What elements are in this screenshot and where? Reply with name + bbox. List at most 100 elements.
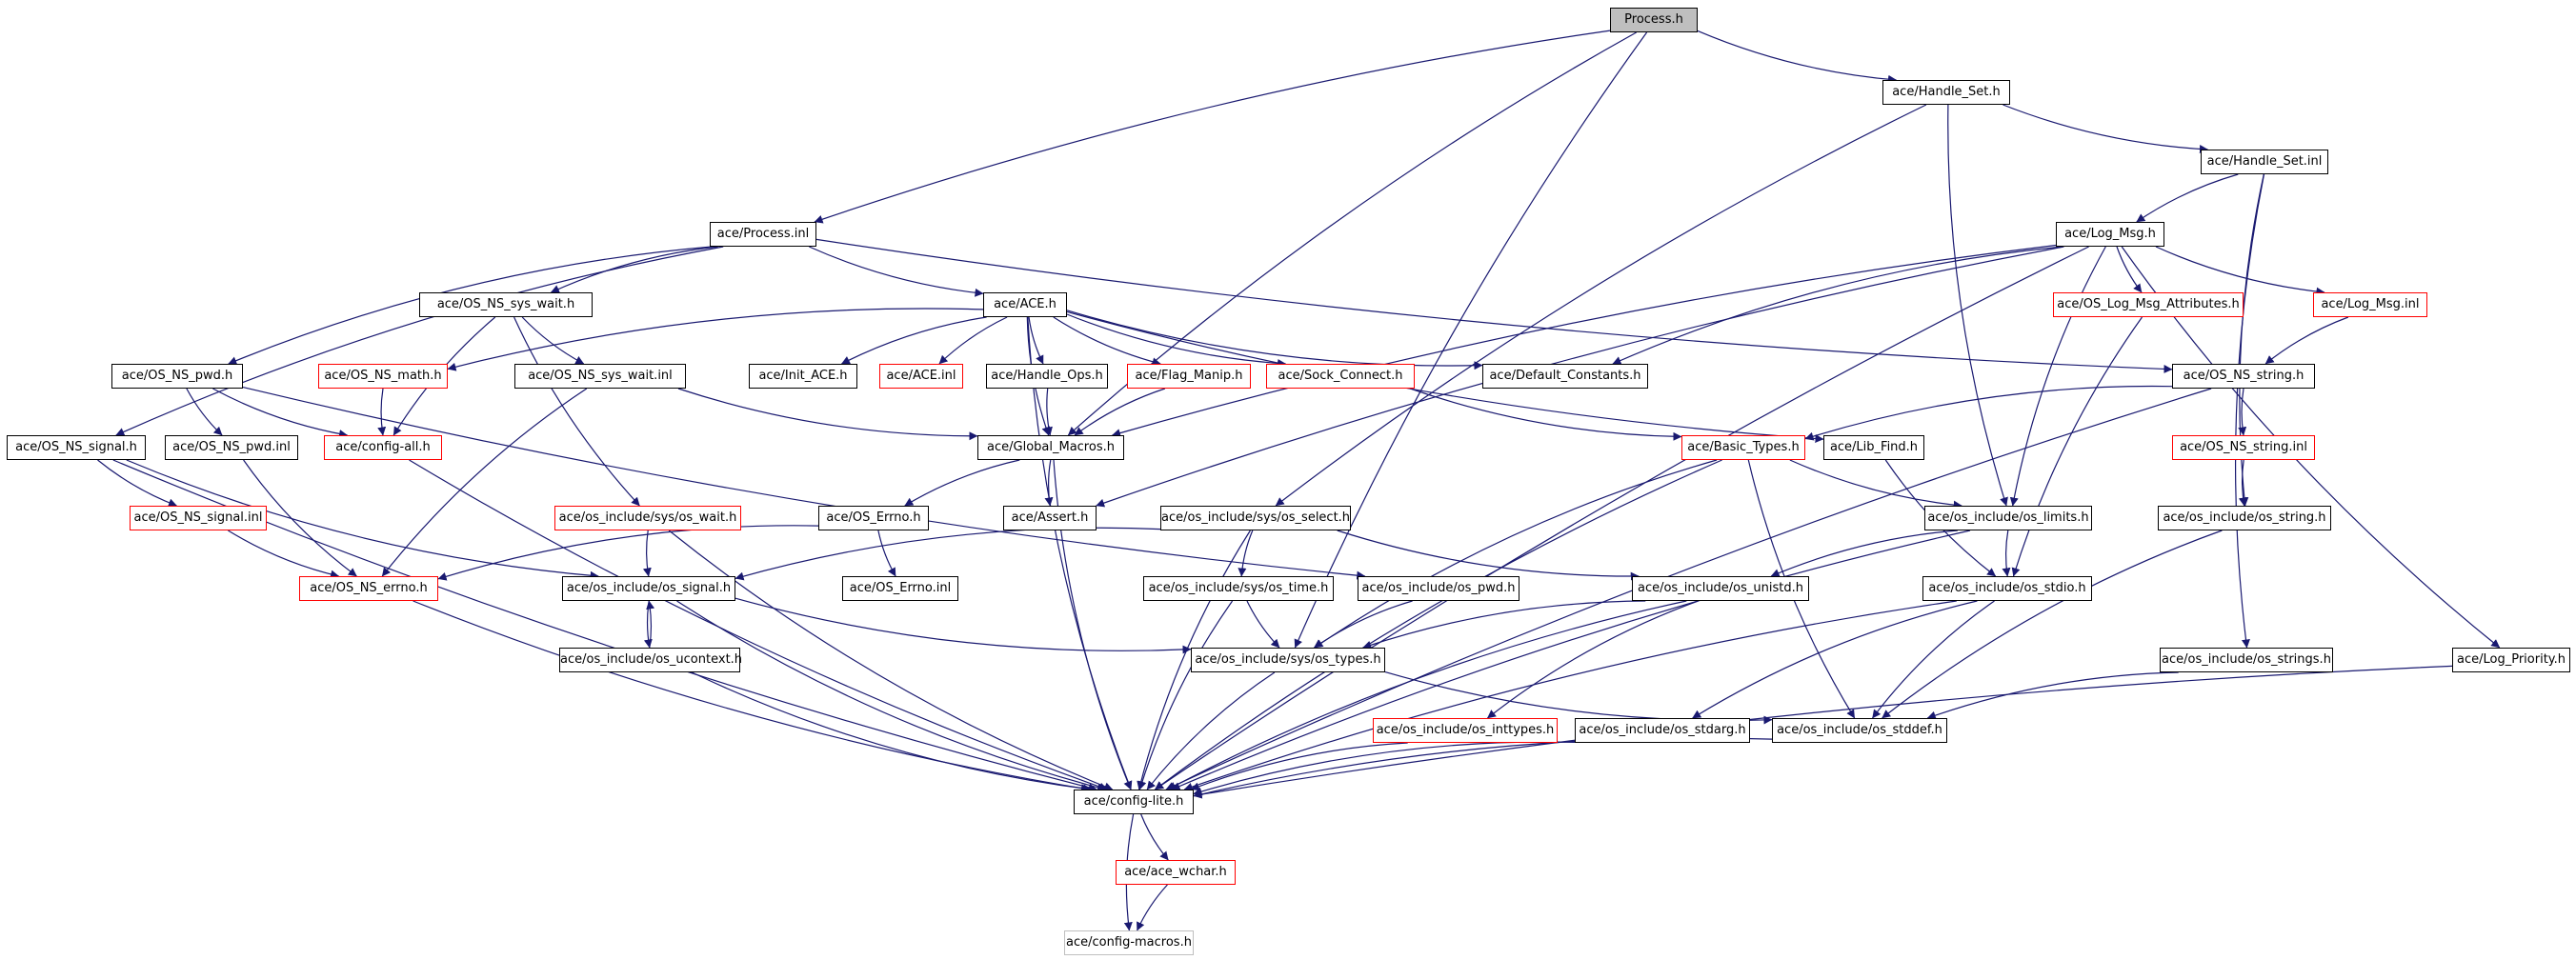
node-os-wait-h[interactable]: ace/os_include/sys/os_wait.h	[554, 506, 741, 530]
edge-os-ns-signal-inl-to-os-ns-errno-h	[228, 530, 340, 579]
node-handle-set-h[interactable]: ace/Handle_Set.h	[1882, 80, 2010, 105]
edge-os-errno-h-to-os-errno-inl	[877, 530, 896, 577]
node-config-lite-h[interactable]: ace/config-lite.h	[1074, 790, 1194, 814]
edge-os-wait-h-to-os-signal-h	[642, 530, 652, 577]
edge-os-signal-h-to-os-ucontext-h	[643, 600, 653, 649]
node-log-msg-inl[interactable]: ace/Log_Msg.inl	[2313, 292, 2427, 317]
node-log-priority-h[interactable]: ace/Log_Priority.h	[2452, 648, 2570, 672]
node-os-string-h[interactable]: ace/os_include/os_string.h	[2158, 506, 2331, 530]
node-global-macros-h[interactable]: ace/Global_Macros.h	[977, 435, 1124, 460]
edge-os-select-h-to-config-lite-h	[1137, 530, 1251, 790]
edge-ace-h-to-init-ace-h	[840, 316, 987, 365]
edge-os-limits-h-to-os-stdio-h	[2002, 530, 2011, 577]
node-os-ns-sys-wait-h[interactable]: ace/OS_NS_sys_wait.h	[419, 292, 593, 317]
edge-os-ns-math-h-to-config-all-h	[377, 388, 387, 436]
edge-process-h-to-os-types-h	[1294, 31, 1648, 649]
edge-log-msg-h-to-os-limits-h	[2009, 246, 2106, 507]
edge-os-unistd-h-to-os-inttypes-h	[1487, 600, 1699, 719]
edge-os-ns-errno-h-to-config-lite-h	[413, 600, 1090, 793]
node-os-stdio-h[interactable]: ace/os_include/os_stdio.h	[1922, 576, 2092, 601]
node-lib-find-h[interactable]: ace/Lib_Find.h	[1823, 435, 1924, 460]
node-os-ns-string-inl[interactable]: ace/OS_NS_string.inl	[2172, 435, 2315, 460]
edge-log-msg-inl-to-os-ns-string-h	[2264, 316, 2349, 365]
edge-ace-h-to-ace-inl	[938, 316, 1008, 365]
node-os-signal-h[interactable]: ace/os_include/os_signal.h	[562, 576, 735, 601]
edge-handle-ops-h-to-global-macros-h	[1044, 388, 1053, 436]
edge-log-msg-h-to-global-macros-h	[1112, 244, 2057, 437]
edge-os-string-h-to-os-stddef-h	[1882, 530, 2223, 719]
edge-handle-set-h-to-os-limits-h	[1947, 104, 2008, 507]
edge-log-msg-h-to-log-msg-inl	[2155, 246, 2325, 296]
node-os-log-msg-attr[interactable]: ace/OS_Log_Msg_Attributes.h	[2053, 292, 2244, 317]
edge-os-inttypes-h-to-config-lite-h	[1190, 742, 1408, 791]
node-os-limits-h[interactable]: ace/os_include/os_limits.h	[1924, 506, 2092, 530]
edge-os-types-h-to-config-lite-h	[1146, 671, 1276, 790]
node-flag-manip-h[interactable]: ace/Flag_Manip.h	[1127, 364, 1251, 389]
node-os-inttypes-h[interactable]: ace/os_include/os_inttypes.h	[1373, 718, 1558, 743]
edge-handle-set-h-to-os-select-h	[1275, 104, 1927, 507]
edge-os-ns-string-h-to-os-ns-string-inl	[2238, 388, 2247, 436]
node-handle-ops-h[interactable]: ace/Handle_Ops.h	[986, 364, 1108, 389]
node-ace-h[interactable]: ace/ACE.h	[983, 292, 1067, 317]
node-os-stddef-h[interactable]: ace/os_include/os_stddef.h	[1772, 718, 1947, 743]
node-os-ns-signal-inl[interactable]: ace/OS_NS_signal.inl	[130, 506, 267, 530]
node-assert-h[interactable]: ace/Assert.h	[1003, 506, 1097, 530]
node-os-types-h[interactable]: ace/os_include/sys/os_types.h	[1191, 648, 1385, 672]
node-basic-types-h[interactable]: ace/Basic_Types.h	[1681, 435, 1805, 460]
node-os-strings-h[interactable]: ace/os_include/os_strings.h	[2160, 648, 2333, 672]
edge-os-ns-sys-wait-h-to-os-wait-h	[513, 316, 640, 507]
node-os-pwd-h[interactable]: ace/os_include/os_pwd.h	[1358, 576, 1519, 601]
node-ace-inl[interactable]: ace/ACE.inl	[879, 364, 963, 389]
edge-os-limits-h-to-os-unistd-h	[1770, 530, 1958, 577]
node-os-select-h[interactable]: ace/os_include/sys/os_select.h	[1160, 506, 1351, 530]
node-os-ns-string-h[interactable]: ace/OS_NS_string.h	[2172, 364, 2315, 389]
edge-log-msg-h-to-os-log-msg-attr	[2116, 246, 2143, 293]
edge-global-macros-h-to-config-lite-h	[1053, 459, 1132, 790]
node-os-ns-math-h[interactable]: ace/OS_NS_math.h	[318, 364, 448, 389]
edge-os-log-msg-attr-to-os-stdio-h	[2011, 316, 2143, 577]
node-process-inl[interactable]: ace/Process.inl	[710, 222, 816, 247]
edge-os-ns-string-h-to-basic-types-h	[1804, 385, 2173, 441]
node-config-macros-h[interactable]: ace/config-macros.h	[1064, 930, 1194, 955]
node-config-all-h[interactable]: ace/config-all.h	[324, 435, 442, 460]
edge-os-pwd-h-to-os-types-h	[1314, 600, 1413, 649]
edge-log-priority-h-to-config-lite-h	[1193, 665, 2453, 799]
edge-os-strings-h-to-os-stddef-h	[1926, 671, 2179, 720]
edge-log-msg-h-to-default-constants-h	[1612, 246, 2063, 365]
edge-handle-set-inl-to-os-string-h	[2239, 173, 2264, 507]
node-os-ns-pwd-inl[interactable]: ace/OS_NS_pwd.inl	[165, 435, 298, 460]
node-os-stdarg-h[interactable]: ace/os_include/os_stdarg.h	[1575, 718, 1750, 743]
edge-os-ns-sys-wait-h-to-os-ns-sys-wait-inl	[521, 316, 585, 365]
edge-os-select-h-to-os-signal-h	[735, 527, 1161, 581]
node-os-ns-pwd-h[interactable]: ace/OS_NS_pwd.h	[111, 364, 243, 389]
edge-os-signal-h-to-os-types-h	[735, 597, 1192, 654]
edge-sock-connect-h-to-basic-types-h	[1410, 388, 1682, 441]
node-sock-connect-h[interactable]: ace/Sock_Connect.h	[1266, 364, 1415, 389]
edge-os-ns-sys-wait-inl-to-os-ns-errno-h	[381, 388, 588, 577]
node-handle-set-inl[interactable]: ace/Handle_Set.inl	[2201, 150, 2328, 174]
edge-ace-h-to-default-constants-h	[1066, 310, 1483, 370]
node-os-time-h[interactable]: ace/os_include/sys/os_time.h	[1143, 576, 1334, 601]
edge-global-macros-h-to-os-errno-h	[904, 459, 1020, 507]
edge-os-ns-signal-h-to-os-ns-signal-inl	[97, 459, 177, 508]
node-os-errno-h[interactable]: ace/OS_Errno.h	[818, 506, 929, 530]
edge-os-ns-signal-h-to-os-signal-h	[126, 459, 599, 580]
node-os-ns-signal-h[interactable]: ace/OS_NS_signal.h	[7, 435, 146, 460]
node-os-errno-inl[interactable]: ace/OS_Errno.inl	[842, 576, 958, 601]
node-log-msg-h[interactable]: ace/Log_Msg.h	[2056, 222, 2164, 247]
edge-process-inl-to-ace-h	[809, 246, 984, 297]
edge-process-h-to-handle-set-h	[1697, 30, 1897, 84]
edge-os-select-h-to-os-time-h	[1238, 530, 1254, 577]
node-os-ns-errno-h[interactable]: ace/OS_NS_errno.h	[299, 576, 438, 601]
edge-os-unistd-h-to-config-lite-h	[1167, 600, 1687, 790]
node-init-ace-h[interactable]: ace/Init_ACE.h	[749, 364, 857, 389]
node-os-ns-sys-wait-inl[interactable]: ace/OS_NS_sys_wait.inl	[514, 364, 686, 389]
node-os-ucontext-h[interactable]: ace/os_include/os_ucontext.h	[559, 648, 742, 672]
edge-ace-h-to-sock-connect-h	[1066, 313, 1287, 368]
node-os-unistd-h[interactable]: ace/os_include/os_unistd.h	[1632, 576, 1809, 601]
node-default-constants-h[interactable]: ace/Default_Constants.h	[1482, 364, 1648, 389]
node-ace-wchar-h[interactable]: ace/ace_wchar.h	[1116, 860, 1236, 885]
edge-os-ns-pwd-inl-to-os-ns-errno-h	[243, 459, 357, 577]
